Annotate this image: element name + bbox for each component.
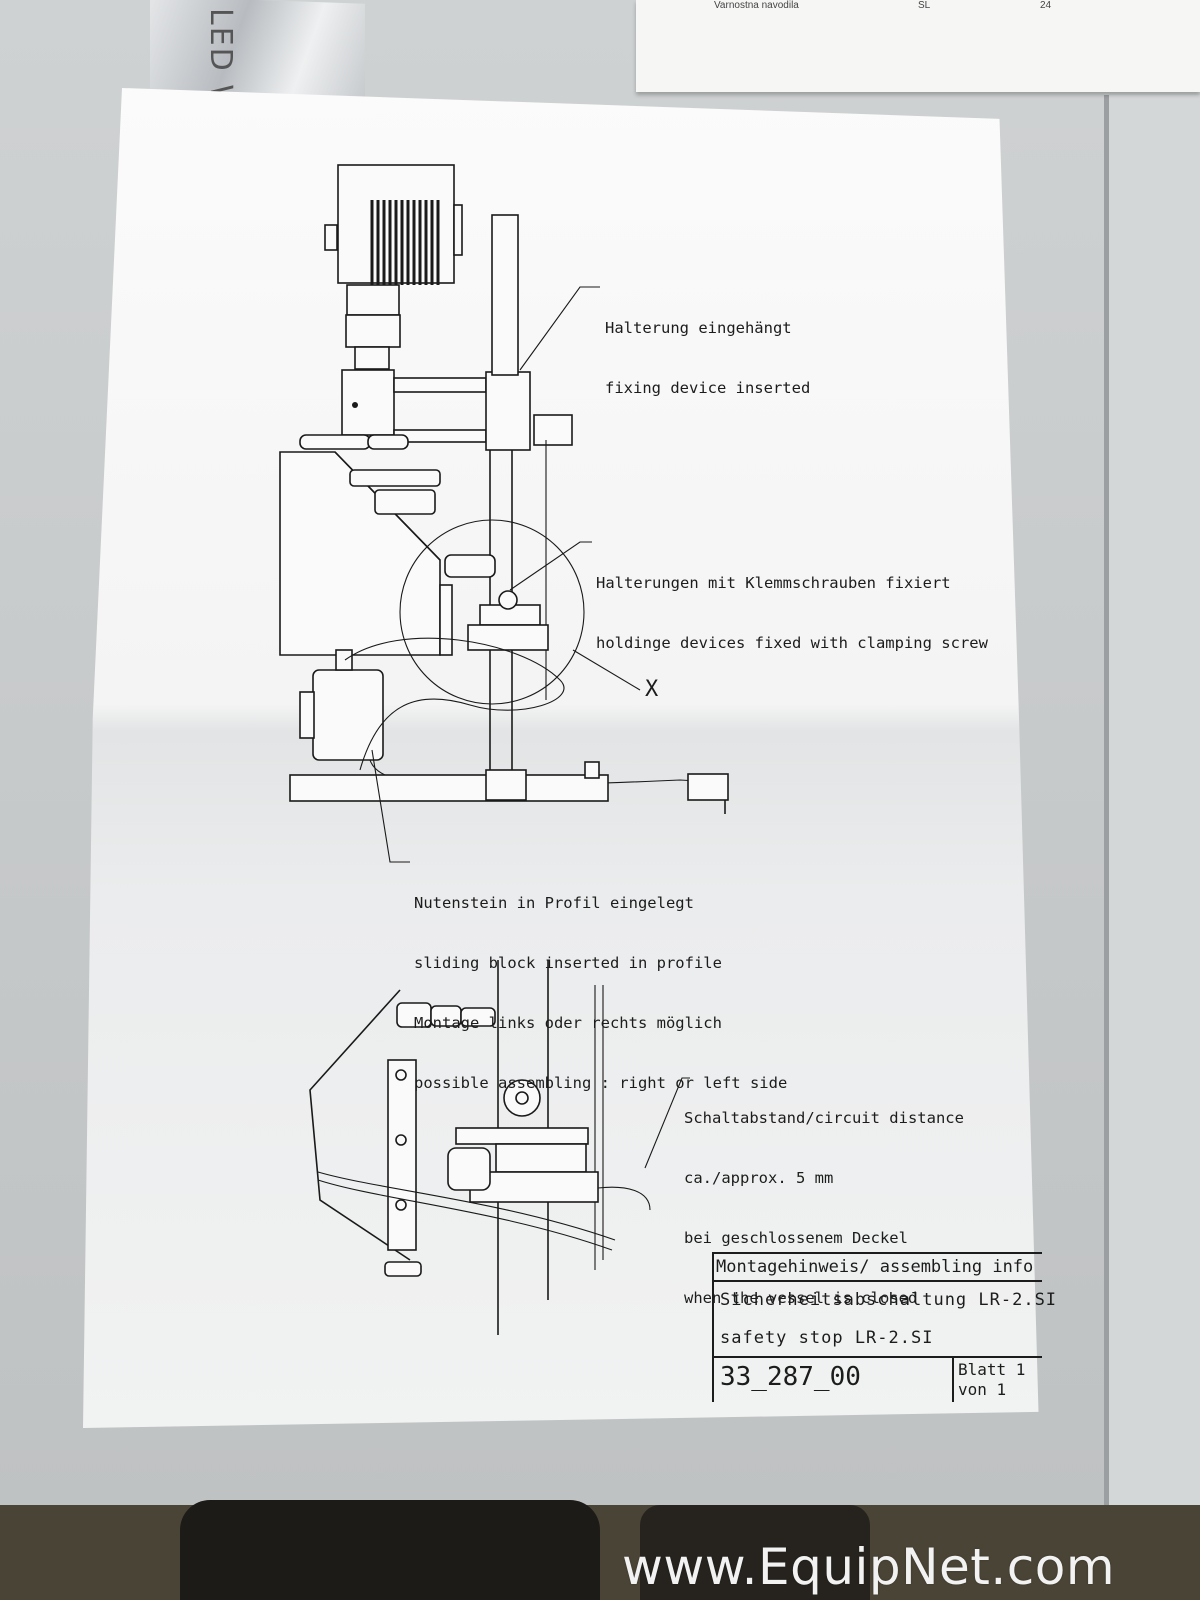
callout-line-en: fixing device inserted xyxy=(605,379,811,397)
adjacent-table-panel xyxy=(1109,95,1200,1515)
title-block-title-en: safety stop LR-2.SI xyxy=(720,1328,934,1348)
callout-line-2: ca./approx. 5 mm xyxy=(684,1169,834,1187)
booklet-row-page: 24 xyxy=(1040,0,1052,11)
motor-housing xyxy=(324,164,463,285)
equipnet-watermark: www.EquipNet.com xyxy=(622,1538,1116,1596)
clamp-block xyxy=(439,584,549,656)
callout-line-de: Halterungen mit Klemmschrauben fixiert xyxy=(596,574,951,592)
callout-line-4: possible assembling : right or left side xyxy=(414,1074,788,1092)
detail-marker-x: X xyxy=(645,677,659,702)
callout-line-de: Halterung eingehängt xyxy=(605,319,792,337)
shoe-right xyxy=(640,1505,870,1600)
callout-line-3: Montage links oder rechts möglich xyxy=(414,1014,722,1032)
callout-line-1: Nutenstein in Profil eingelegt xyxy=(414,894,694,912)
assembly-drawing-sheet xyxy=(83,88,1039,1428)
shoe-left xyxy=(180,1500,600,1600)
callout-clamping-screw: Halterungen mit Klemmschrauben fixiert h… xyxy=(596,533,988,673)
callout-line-2: sliding block inserted in profile xyxy=(414,954,722,972)
control-box xyxy=(299,649,384,761)
detail-view xyxy=(309,960,651,1335)
callout-line-3: bei geschlossenem Deckel xyxy=(684,1229,908,1247)
vessel-lid xyxy=(279,434,496,656)
drawing-number: 33_287_00 xyxy=(720,1362,861,1392)
title-block: Montagehinweis/ assembling info Sicherhe… xyxy=(712,1252,1056,1402)
sheet-label: Blatt 1 xyxy=(958,1360,1026,1379)
booklet-row-lang: SL xyxy=(918,0,931,11)
table-seam xyxy=(1104,95,1109,1515)
coupling xyxy=(341,284,401,436)
base-plate xyxy=(289,761,729,814)
support-arm xyxy=(393,371,573,451)
booklet-row-title: Varnostna navodila xyxy=(714,0,799,11)
callout-fixing-device: Halterung eingehängt fixing device inser… xyxy=(605,278,810,418)
title-block-header: Montagehinweis/ assembling info xyxy=(716,1257,1034,1277)
title-block-title-de: Sicherheitsabschaltung LR-2.SI xyxy=(720,1290,1058,1310)
callout-line-4: when the vessel is closed xyxy=(684,1289,918,1307)
manual-booklet: Varnostna navodila SL 24 xyxy=(636,0,1200,92)
detail-circle-x xyxy=(399,519,641,705)
vertical-column xyxy=(489,214,547,770)
callout-line-en: holdinge devices fixed with clamping scr… xyxy=(596,634,988,652)
sheet-of: von 1 xyxy=(958,1380,1007,1399)
callout-circuit-distance: Schaltabstand/circuit distance ca./appro… xyxy=(684,1068,964,1328)
callout-line-1: Schaltabstand/circuit distance xyxy=(684,1109,964,1127)
callout-sliding-block: Nutenstein in Profil eingelegt sliding b… xyxy=(414,853,787,1113)
